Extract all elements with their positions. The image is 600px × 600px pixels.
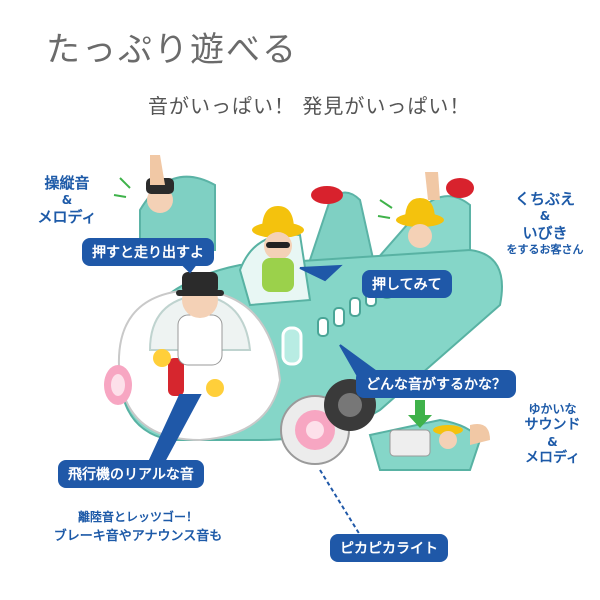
- whistle-line1: くちぶえ: [514, 190, 575, 208]
- callout-real-sound: 飛行機のリアルな音: [58, 460, 204, 488]
- callout-push-it: 押してみて: [362, 270, 452, 298]
- page-title: たっぷり遊べる: [46, 30, 298, 70]
- page-subtitle: 音がいっぱい！ 発見がいっぱい！: [148, 94, 471, 118]
- operate-sound-line1: 操縦音: [44, 174, 90, 192]
- whistle-line3: いびき: [522, 223, 568, 242]
- callout-flash-light: ピカピカライト: [330, 534, 448, 562]
- fun-sound-line3: &: [547, 434, 558, 449]
- operate-sound-text: 操縦音 & メロディ: [22, 174, 112, 227]
- callout-what-sound: どんな音がするかな？: [356, 370, 516, 398]
- takeoff-text: 離陸音とレッツゴー！ ブレーキ音やアナウンス音も: [18, 510, 258, 545]
- operate-sound-line3: メロディ: [37, 207, 97, 226]
- fun-sound-line2: サウンド: [524, 417, 581, 433]
- whistle-text: くちぶえ & いびき をするお客さん: [495, 190, 595, 256]
- fun-sound-line4: メロディ: [524, 449, 581, 466]
- whistle-line2: &: [539, 208, 551, 223]
- fun-sound-line1: ゆかいな: [528, 402, 577, 416]
- takeoff-line1: 離陸音とレッツゴー！: [77, 510, 198, 524]
- takeoff-line2: ブレーキ音やアナウンス音も: [53, 529, 223, 544]
- callout-push-to-run: 押すと走り出すよ: [82, 238, 214, 266]
- operate-sound-line2: &: [61, 192, 73, 207]
- whistle-line4: をするお客さん: [506, 242, 584, 256]
- fun-sound-text: ゆかいな サウンド & メロディ: [510, 402, 595, 467]
